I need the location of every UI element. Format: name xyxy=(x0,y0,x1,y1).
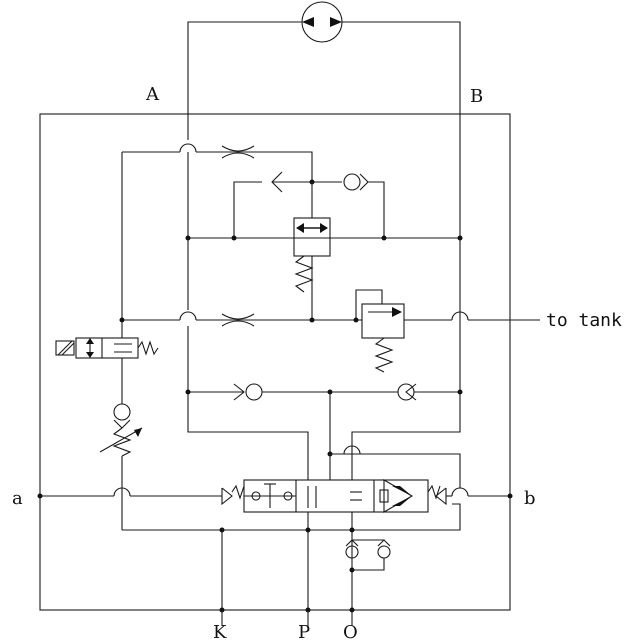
port-label-k: K xyxy=(213,622,227,643)
pilot-line-left xyxy=(119,152,125,338)
hydraulic-motor xyxy=(301,1,343,43)
pilot-line-upper xyxy=(122,143,313,182)
valve-block-outline xyxy=(39,113,511,611)
tank-annotation: to tank xyxy=(546,310,622,331)
pilot-line-b xyxy=(446,487,513,499)
check-valve-row xyxy=(185,383,463,480)
drain-check-valves xyxy=(345,539,391,571)
directional-valve xyxy=(122,445,461,531)
line-b xyxy=(342,21,461,480)
solenoid-valve xyxy=(55,337,159,359)
outlet-lines xyxy=(219,512,355,626)
port-label-b-lower: b xyxy=(524,488,536,509)
relief-valve xyxy=(355,289,405,373)
port-label-a-lower: a xyxy=(12,488,23,509)
pilot-line-a xyxy=(37,487,222,499)
port-label-b-upper: B xyxy=(470,86,483,107)
shuttle-valve-group xyxy=(233,171,385,293)
pilot-line-middle xyxy=(122,256,540,327)
port-label-p: P xyxy=(298,622,310,643)
port-label-a-upper: A xyxy=(145,84,160,105)
port-label-o: O xyxy=(343,622,358,643)
check-valve-adjustable xyxy=(99,358,143,530)
crossline-238 xyxy=(185,235,463,241)
line-a xyxy=(187,21,309,480)
